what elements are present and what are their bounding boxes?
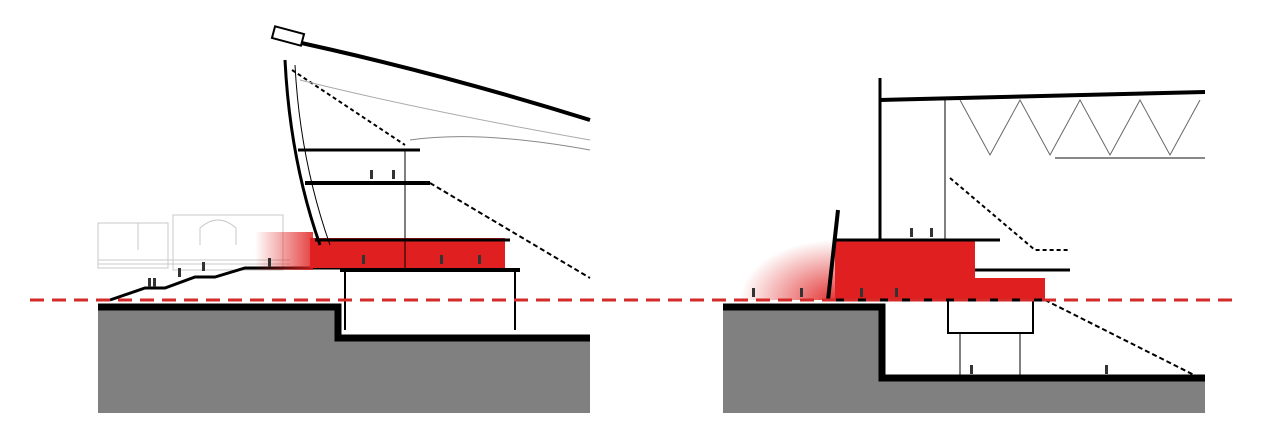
highlight-fade: [255, 232, 313, 270]
left-section: [97, 25, 591, 413]
ground-outline: [723, 303, 1205, 382]
person-figure-icon: [752, 228, 1108, 374]
ground-mass: [723, 305, 1205, 413]
entry-ramp: [109, 266, 345, 302]
highlight-fade: [740, 240, 835, 300]
person-figure-icon: [148, 170, 481, 287]
ground-mass: [98, 305, 590, 413]
highlight-concourse: [835, 240, 1045, 300]
ground-outline: [98, 303, 590, 342]
right-section: [723, 78, 1206, 413]
stand-structure: [270, 25, 591, 330]
highlight-concourse: [310, 238, 505, 268]
